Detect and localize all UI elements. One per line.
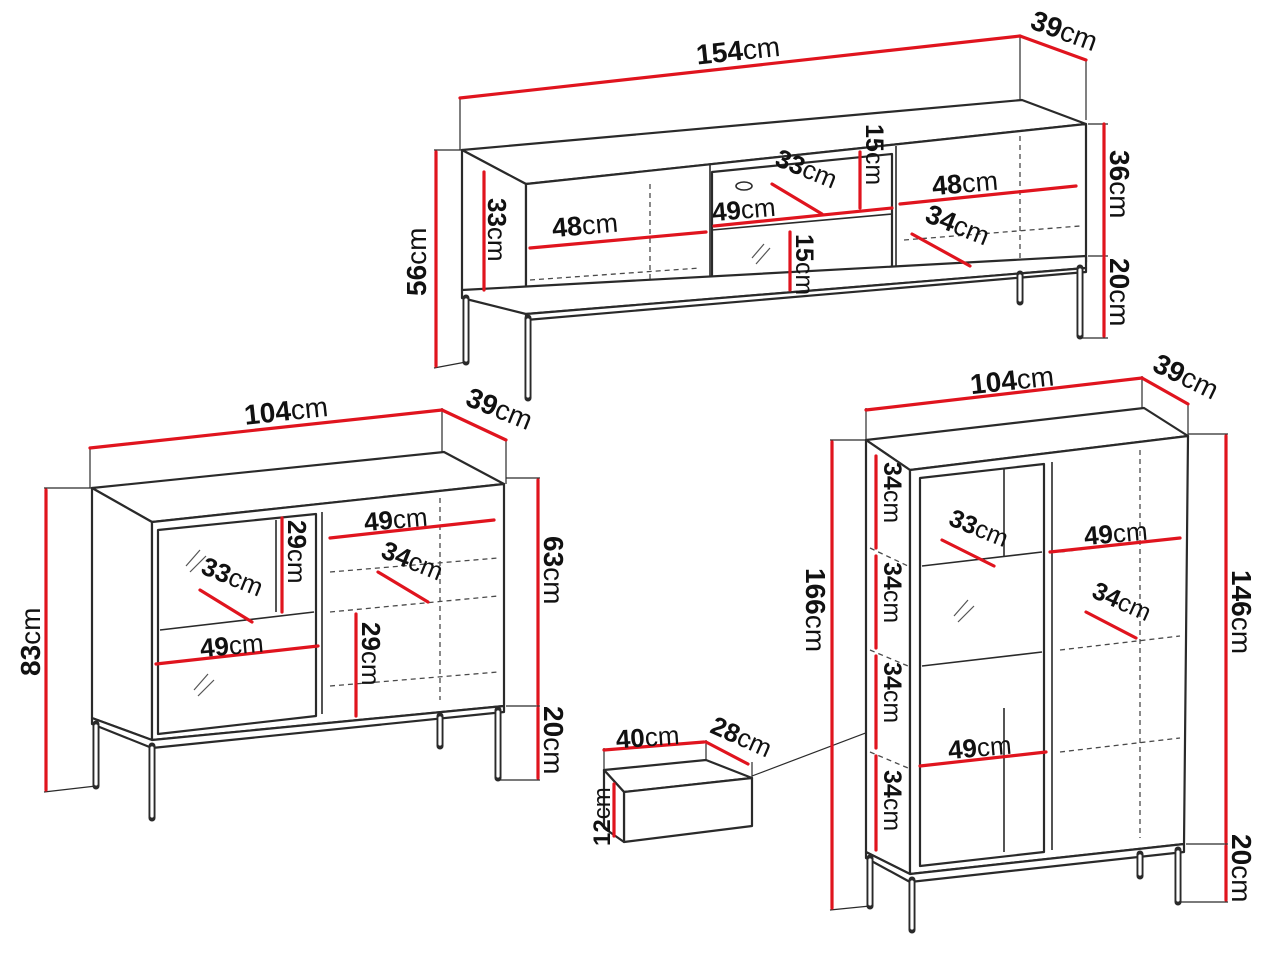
tv-shelf-right-label: 48cm <box>931 166 999 202</box>
tv-width-line <box>458 34 1022 100</box>
vitrine-glass-door <box>918 462 1046 868</box>
vitrine-height-label: 166cm <box>800 568 831 652</box>
sideboard-left-lower-label: 29cm <box>356 622 386 686</box>
vitrine-left-height-3-label: 34cm <box>878 662 906 723</box>
sideboard-width-label: 104cm <box>243 391 330 431</box>
vitrine-left-height-1-label: 34cm <box>878 462 906 523</box>
tv-drawer-width-label: 49cm <box>711 192 777 227</box>
drawer: 40cm 28cm 12cm <box>589 697 959 846</box>
sideboard-leg-height-label: 20cm <box>538 706 569 774</box>
tv-drawer-height-bottom-label: 15cm <box>790 234 818 295</box>
vitrine-right-width-label: 49cm <box>1083 516 1149 551</box>
tv-width-label: 154cm <box>695 31 782 71</box>
tv-height-label: 56cm <box>401 228 432 296</box>
tv-body-height-label: 36cm <box>1104 150 1135 218</box>
sideboard-left-width-label: 49cm <box>199 628 265 663</box>
tv-depth-label: 39cm <box>1027 5 1102 58</box>
tv-depth-line <box>1018 34 1088 62</box>
vitrine-width-label: 104cm <box>969 360 1056 400</box>
sideboard-height-label: 83cm <box>15 608 46 676</box>
sideboard-right-width-label: 49cm <box>363 502 429 537</box>
vitrine: 104cm 39cm 166cm 146cm 20cm 34cm 34cm 34… <box>800 348 1257 934</box>
tv-inner-height-label: 33cm <box>482 198 512 262</box>
vitrine-left-width-label: 49cm <box>947 730 1013 765</box>
tv-drawer-height-top-label: 15cm <box>860 124 888 185</box>
tv-unit: 154cm 39cm 56cm 36cm 20cm 33cm 48cm 48cm… <box>401 5 1135 402</box>
drawer-width-label: 40cm <box>615 720 681 754</box>
drawer-depth-label: 28cm <box>706 710 776 763</box>
vitrine-body-height-label: 146cm <box>1226 570 1257 654</box>
drawer-height-label: 12cm <box>589 787 616 846</box>
vitrine-depth-label: 39cm <box>1148 348 1223 406</box>
sideboard-body-height-label: 63cm <box>538 536 569 604</box>
sideboard-side <box>90 486 154 742</box>
tv-shelf-left-label: 48cm <box>551 208 619 244</box>
vitrine-leg-height-label: 20cm <box>1226 834 1257 902</box>
sideboard: 104cm 39cm 83cm 63cm 20cm 29cm 29cm 33cm… <box>15 382 569 822</box>
tv-leg-height-label: 20cm <box>1104 258 1135 326</box>
vitrine-left-height-4-label: 34cm <box>878 770 906 831</box>
vitrine-left-height-2-label: 34cm <box>878 562 906 623</box>
sideboard-left-upper-label: 29cm <box>282 520 312 584</box>
